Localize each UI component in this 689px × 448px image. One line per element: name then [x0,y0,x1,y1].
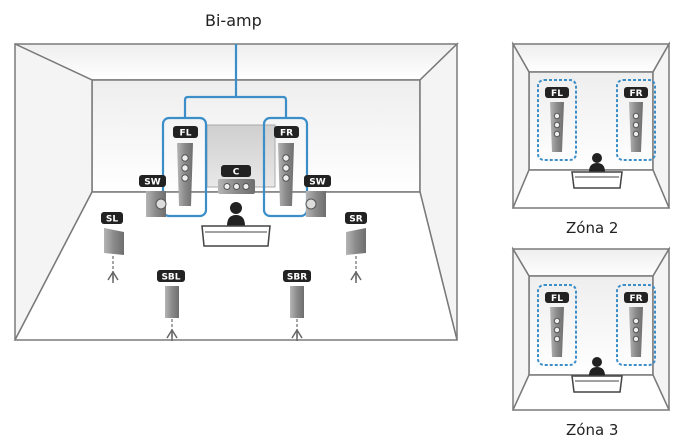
speaker-c: C [218,165,255,194]
zone-2-badge-fr: FR [629,89,642,99]
zone-3-badge-fr: FR [629,294,642,304]
zone-3-listener-sofa [571,357,623,393]
zone-2-caption: Zóna 2 [566,219,619,237]
biamp-highlight-fl [161,116,208,218]
surround-speaker-icon [104,228,124,255]
zone-3-room: FL FR [511,246,671,411]
speaker-sw-left: SW [139,175,167,217]
sofa-icon [201,225,271,247]
zone-3-caption: Zóna 3 [566,421,619,439]
zone-2-room: FL FR [511,41,671,209]
badge-sl: SL [106,215,118,225]
badge-fl: FL [180,129,192,139]
speaker-sl: SL [101,212,124,283]
zone-2-speaker-fr: FR [616,79,656,161]
badge-c: C [233,168,240,178]
floor [13,191,458,341]
person-icon [230,202,242,214]
zone-2-speaker-fl: FL [537,79,577,161]
badge-fr: FR [280,129,293,139]
zone-2-badge-fl: FL [551,89,563,99]
badge-sbl: SBL [161,273,180,283]
biamp-highlight-fr [262,116,309,218]
speaker-fr: FR [262,116,309,218]
speaker-sbl: SBL [157,270,185,341]
surround-back-speaker-icon [290,286,304,318]
surround-speaker-icon [346,228,366,255]
badge-sbr: SBR [287,273,307,283]
badge-sw-right: SW [309,178,325,188]
biamp-connector [183,44,288,118]
listener-sofa [201,202,271,247]
badge-sr: SR [349,215,362,225]
speaker-sbr: SBR [283,270,311,341]
zone-3-speaker-fr: FR [616,284,656,366]
main-room: FL FR C SW [13,42,459,341]
surround-back-speaker-icon [165,286,179,318]
biamp-title: Bi-amp [205,11,262,30]
zone-3-speaker-fl: FL [537,284,577,366]
zone-3-badge-fl: FL [551,294,563,304]
badge-sw-left: SW [144,178,160,188]
speaker-fl: FL [161,116,208,218]
speaker-sw-right: SW [304,175,331,217]
zone-2-listener-sofa [571,153,623,189]
speaker-sr: SR [345,212,367,283]
